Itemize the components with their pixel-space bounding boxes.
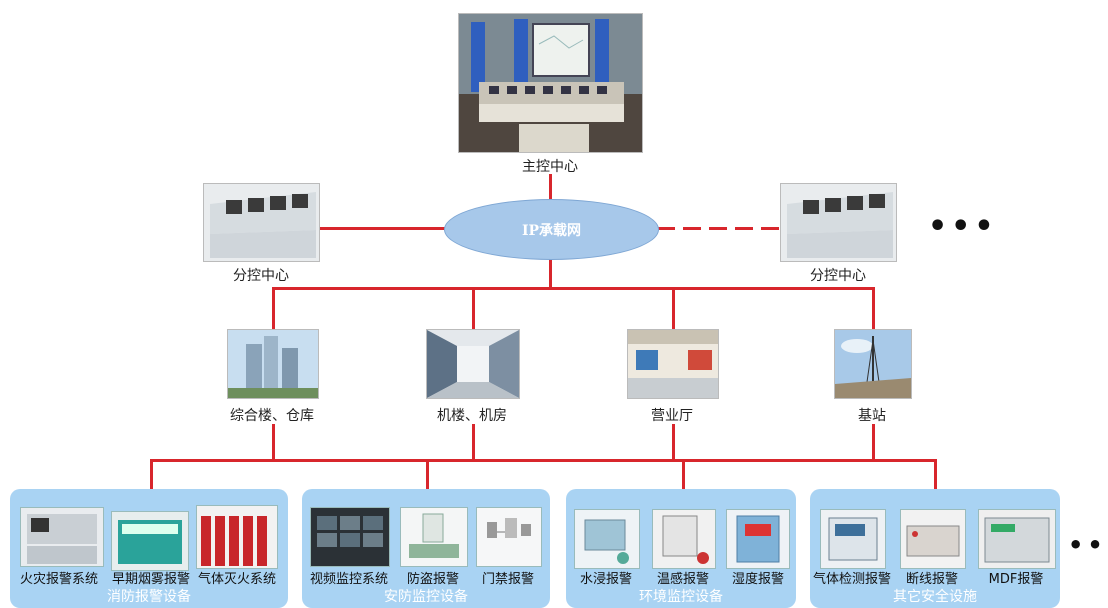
site-machine-room-label: 机楼、机房 — [437, 408, 507, 424]
device-video-surveillance — [310, 507, 390, 567]
bus-drop-3 — [672, 287, 675, 329]
more-groups-ellipsis: ••• — [1068, 531, 1108, 559]
group-drop-1 — [150, 459, 153, 490]
site-business-hall-photo — [627, 329, 719, 399]
group-drop-3 — [682, 459, 685, 490]
sub-center-left-label: 分控中心 — [233, 268, 289, 284]
group-drop-2 — [426, 459, 429, 490]
site-business-hall-label: 营业厅 — [651, 408, 693, 424]
device-access-control-alarm — [476, 507, 542, 567]
site-down-4 — [872, 424, 875, 460]
device-fire-alarm-system — [20, 507, 104, 567]
network-down-line — [549, 258, 552, 289]
device-early-smoke-alarm — [111, 511, 189, 571]
ip-network-node: IP承载网 — [444, 199, 659, 260]
bus-drop-4 — [872, 287, 875, 329]
left-sub-link-line — [318, 227, 445, 230]
group-other-title: 其它安全设施 — [893, 589, 977, 605]
sub-center-right-photo — [780, 183, 897, 262]
site-base-station-label: 基站 — [858, 408, 886, 424]
device-label-access-control-alarm: 门禁报警 — [481, 572, 534, 587]
device-label-gas-extinguish-system: 气体灭火系统 — [197, 572, 276, 587]
device-gas-detection-alarm — [820, 509, 886, 569]
site-down-1 — [272, 424, 275, 460]
device-label-mdf-alarm: MDF报警 — [988, 572, 1044, 587]
device-label-anti-theft-alarm: 防盗报警 — [406, 572, 459, 587]
main-center-photo — [458, 13, 643, 153]
device-label-humidity-alarm: 湿度报警 — [731, 572, 784, 587]
main-to-network-line — [549, 174, 552, 200]
device-humidity-alarm — [726, 509, 790, 569]
device-anti-theft-alarm — [400, 507, 468, 567]
site-building-label: 综合楼、仓库 — [230, 408, 314, 424]
site-building-photo — [227, 329, 319, 399]
group-security-title: 安防监控设备 — [384, 589, 468, 605]
device-gas-extinguish-system — [196, 505, 278, 569]
site-machine-room-photo — [426, 329, 520, 399]
device-label-gas-detection-alarm: 气体检测报警 — [812, 572, 891, 587]
more-sub-centers-ellipsis: ••• — [928, 209, 998, 244]
group-fire-panel: 火灾报警系统 早期烟雾报警 气体灭火系统 消防报警设备 — [10, 489, 288, 608]
device-label-temperature-alarm: 温感报警 — [656, 572, 709, 587]
site-down-3 — [672, 424, 675, 460]
device-water-leak-alarm — [574, 509, 640, 569]
site-base-station-photo — [834, 329, 912, 399]
ip-network-label: IP承载网 — [521, 222, 582, 239]
bus-drop-1 — [272, 287, 275, 329]
group-other-panel: 气体检测报警 断线报警 MDF报警 其它安全设施 — [810, 489, 1060, 608]
device-temperature-alarm — [652, 509, 716, 569]
device-label-early-smoke-alarm: 早期烟雾报警 — [111, 572, 190, 587]
device-mdf-alarm — [978, 509, 1056, 569]
device-label-water-leak-alarm: 水浸报警 — [579, 572, 632, 587]
device-label-video-surveillance: 视频监控系统 — [309, 572, 388, 587]
sub-center-left-photo — [203, 183, 320, 262]
site-down-2 — [472, 424, 475, 460]
device-label-fire-alarm-system: 火灾报警系统 — [19, 572, 98, 587]
group-fire-title: 消防报警设备 — [107, 589, 191, 605]
group-environment-title: 环境监控设备 — [639, 589, 723, 605]
group-security-panel: 视频监控系统 防盗报警 门禁报警 安防监控设备 — [302, 489, 550, 608]
sites-bus-line — [272, 287, 875, 290]
main-center-label: 主控中心 — [522, 159, 578, 175]
sub-center-right-label: 分控中心 — [810, 268, 866, 284]
device-disconnection-alarm — [900, 509, 966, 569]
device-label-disconnection-alarm: 断线报警 — [905, 572, 958, 587]
groups-bus-line — [150, 459, 936, 462]
right-sub-dashed-link-line — [657, 227, 779, 230]
group-drop-4 — [934, 459, 937, 490]
bus-drop-2 — [472, 287, 475, 329]
group-environment-panel: 水浸报警 温感报警 湿度报警 环境监控设备 — [566, 489, 796, 608]
